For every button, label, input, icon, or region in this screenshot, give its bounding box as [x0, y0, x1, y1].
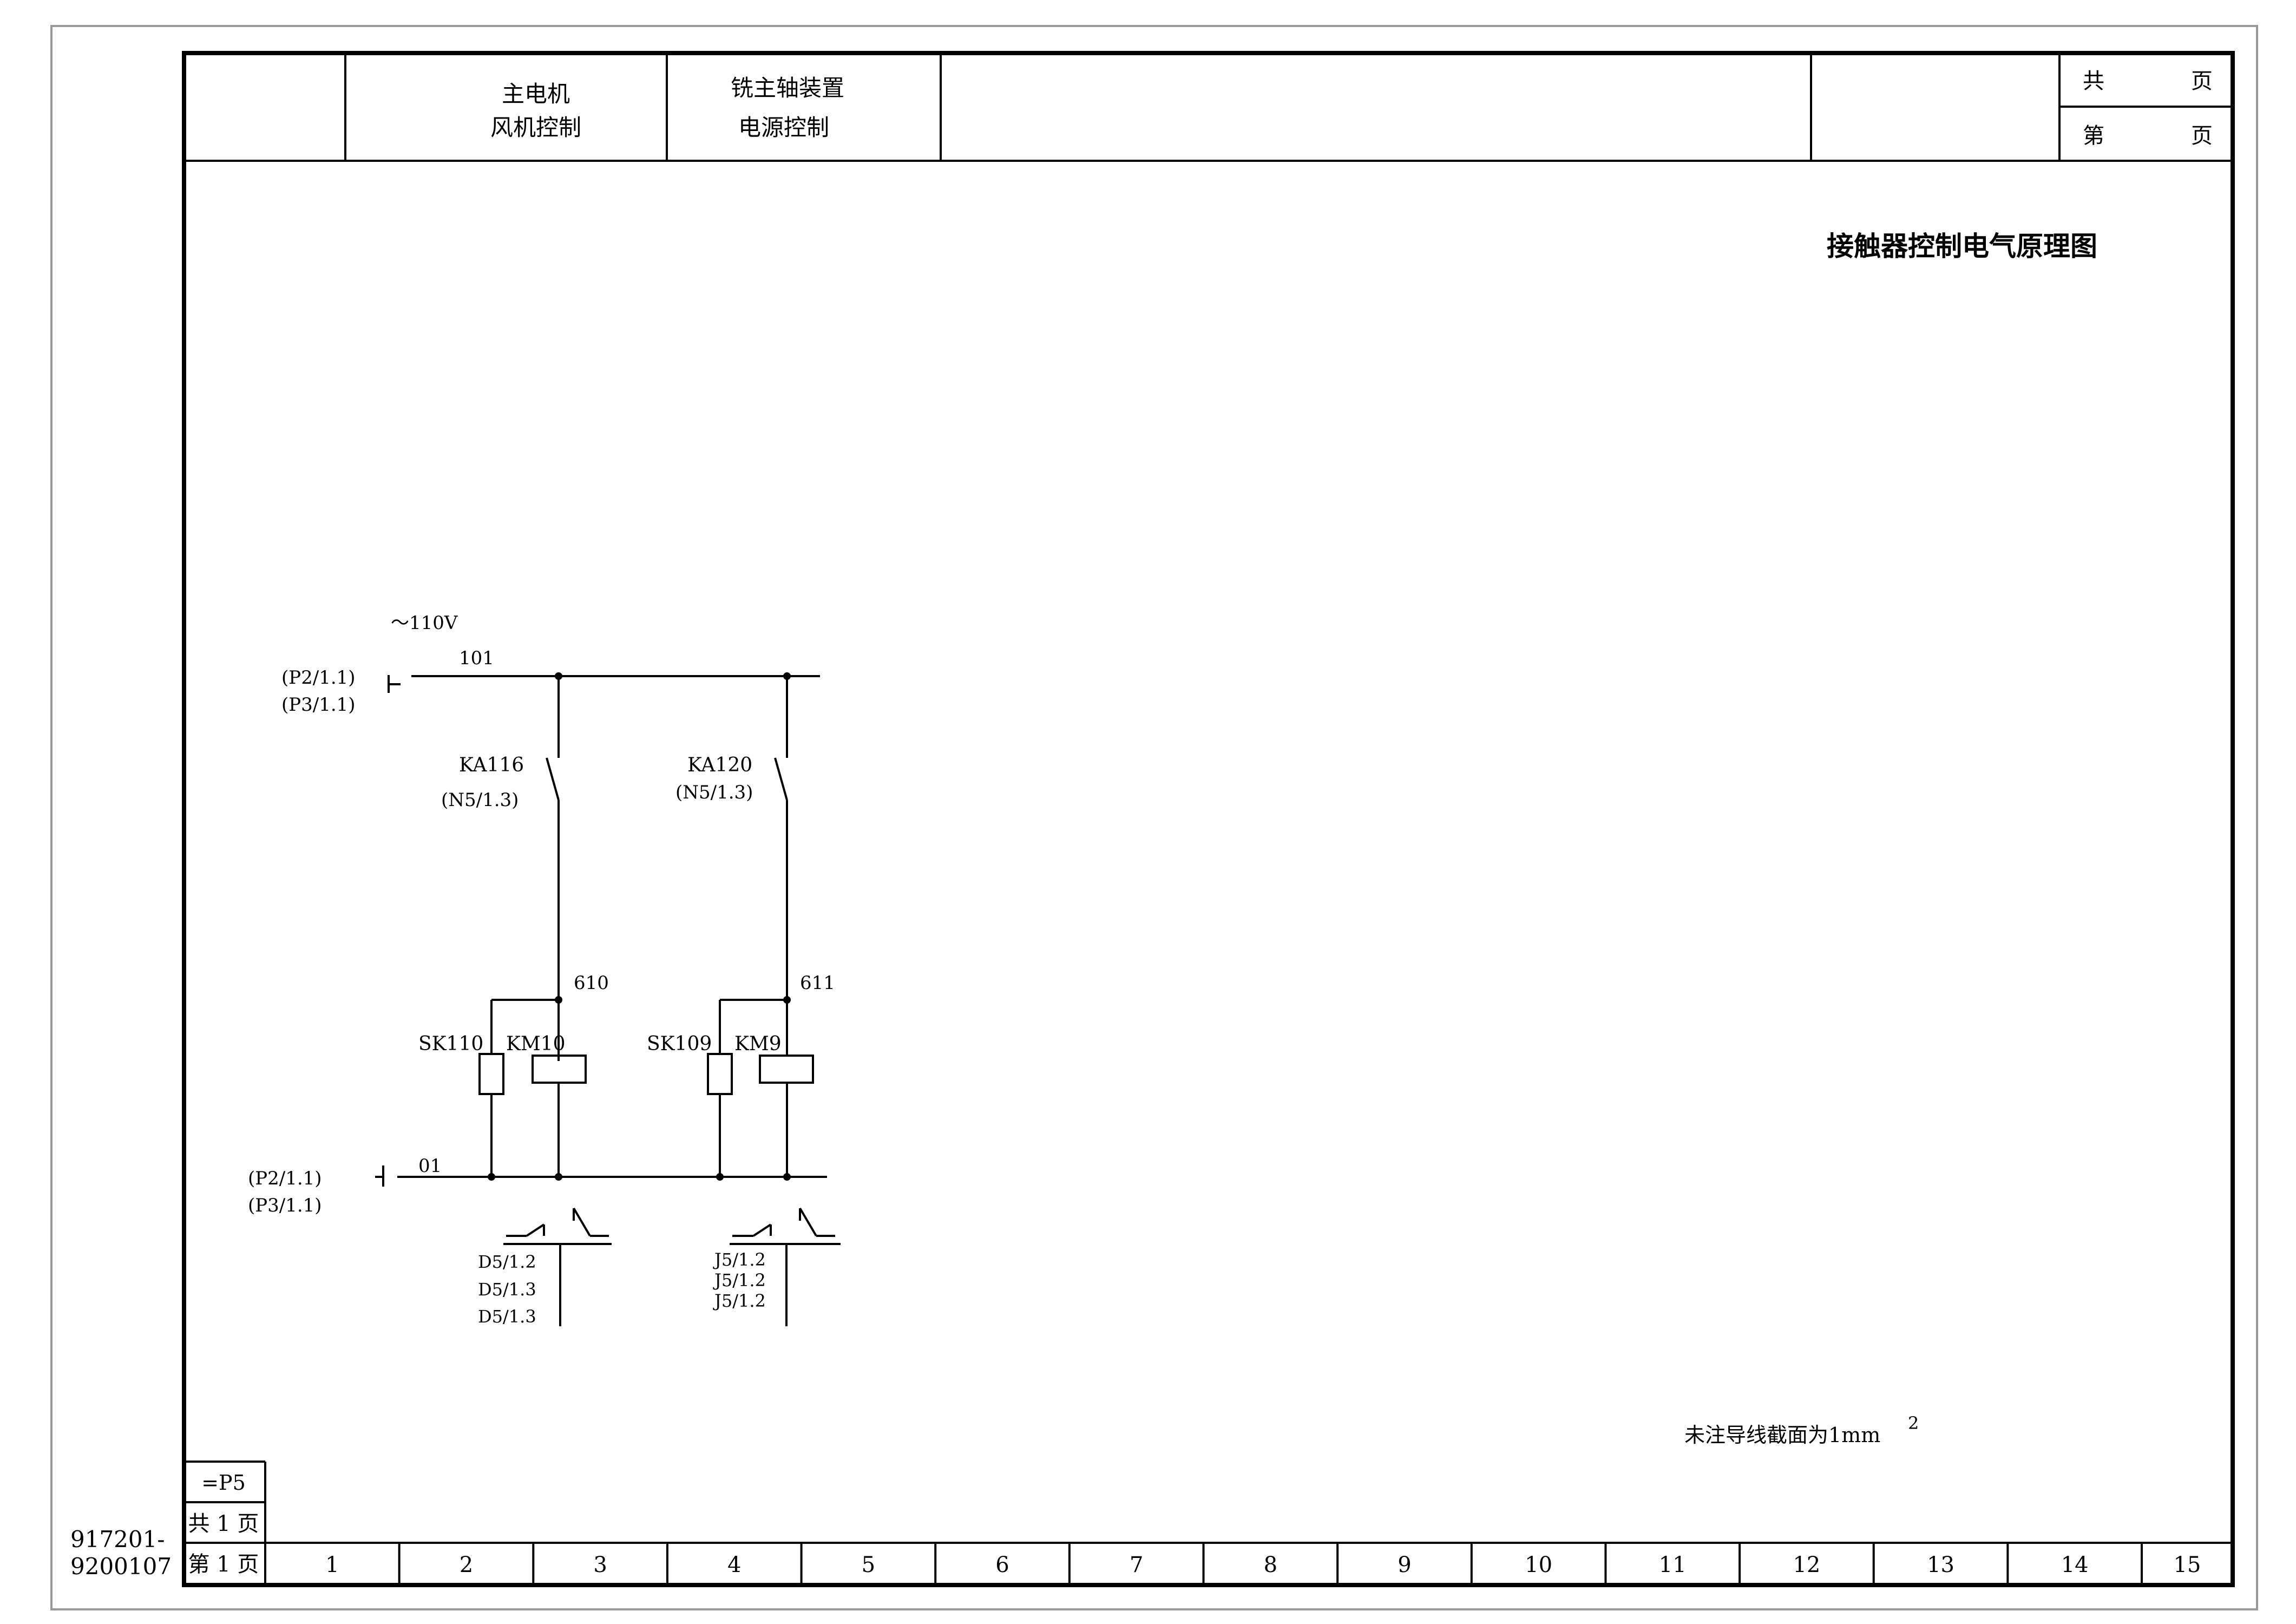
sheet-code: =P5: [201, 1471, 246, 1495]
column-number-6: 6: [995, 1553, 1009, 1577]
wire-section-note-superscript: 2: [1908, 1413, 1919, 1433]
column-number-8: 8: [1264, 1553, 1277, 1577]
column-number-7: 7: [1130, 1553, 1143, 1577]
column-number-11: 11: [1659, 1553, 1687, 1577]
total-pages-label: 共: [2083, 69, 2104, 94]
supply-voltage-label: ～110V: [391, 612, 458, 634]
wire-section-note: 未注导线截面为1mm: [1684, 1423, 1880, 1447]
node-610-label: 610: [574, 972, 609, 994]
header-cell-1-line1: 主电机: [502, 81, 570, 107]
column-number-1: 1: [325, 1553, 339, 1577]
column-number-4: 4: [727, 1553, 741, 1577]
contact-ka116-ref: (N5/1.3): [441, 789, 519, 811]
header-cell-2-line1: 铣主轴装置: [731, 75, 844, 101]
contact-ka120-label: KA120: [687, 754, 752, 776]
xref-j5-1: J5/1.2: [713, 1249, 766, 1270]
column-number-3: 3: [593, 1553, 607, 1577]
side-this-page: 第 1 页: [188, 1552, 259, 1577]
xref-d5-3: D5/1.3: [478, 1306, 536, 1327]
total-pages-unit: 页: [2191, 69, 2213, 94]
switch-sk110-label: SK110: [418, 1033, 483, 1055]
page-label: 第: [2083, 123, 2104, 148]
column-number-14: 14: [2061, 1553, 2089, 1577]
column-number-15: 15: [2174, 1553, 2201, 1577]
drawing-title: 接触器控制电气原理图: [1827, 230, 2097, 262]
header-cell-2-line2: 电源控制: [738, 114, 829, 141]
header-row: [184, 53, 2233, 162]
side-block: [184, 1461, 266, 1585]
drawing-number-line1: 917201-: [70, 1526, 165, 1553]
bottom-wire-label: 01: [418, 1155, 442, 1177]
drawing-number-line2: 9200107: [70, 1553, 172, 1580]
top-ref-1: (P2/1.1): [281, 667, 356, 689]
xref-d5-2: D5/1.3: [478, 1279, 536, 1300]
main-frame: [182, 51, 2235, 1587]
header-cell-1-line2: 风机控制: [490, 114, 581, 141]
bottom-ref-2: (P3/1.1): [248, 1195, 322, 1216]
xref-j5-3: J5/1.2: [713, 1291, 766, 1311]
coil-km9-label: KM9: [734, 1033, 782, 1055]
column-number-12: 12: [1793, 1553, 1820, 1577]
column-number-2: 2: [460, 1553, 473, 1577]
contact-ka120-ref: (N5/1.3): [675, 782, 753, 803]
coil-km10-label: KM10: [506, 1033, 566, 1055]
column-number-10: 10: [1525, 1553, 1552, 1577]
switch-sk109-label: SK109: [647, 1033, 712, 1055]
xref-d5-1: D5/1.2: [478, 1252, 536, 1272]
column-number-13: 13: [1927, 1553, 1954, 1577]
junction-dots: [488, 672, 791, 1181]
top-wire-label: 101: [459, 647, 494, 669]
bottom-ref-1: (P2/1.1): [248, 1168, 322, 1189]
schematic: [375, 675, 841, 1326]
node-611-label: 611: [800, 972, 835, 994]
contact-ka116-label: KA116: [459, 754, 524, 776]
page-unit: 页: [2191, 123, 2213, 148]
side-total-pages: 共 1 页: [188, 1511, 259, 1536]
paper-border: [50, 25, 2258, 1610]
column-number-5: 5: [862, 1553, 875, 1577]
top-ref-2: (P3/1.1): [281, 694, 356, 716]
column-number-9: 9: [1398, 1553, 1411, 1577]
xref-j5-2: J5/1.2: [713, 1270, 766, 1291]
